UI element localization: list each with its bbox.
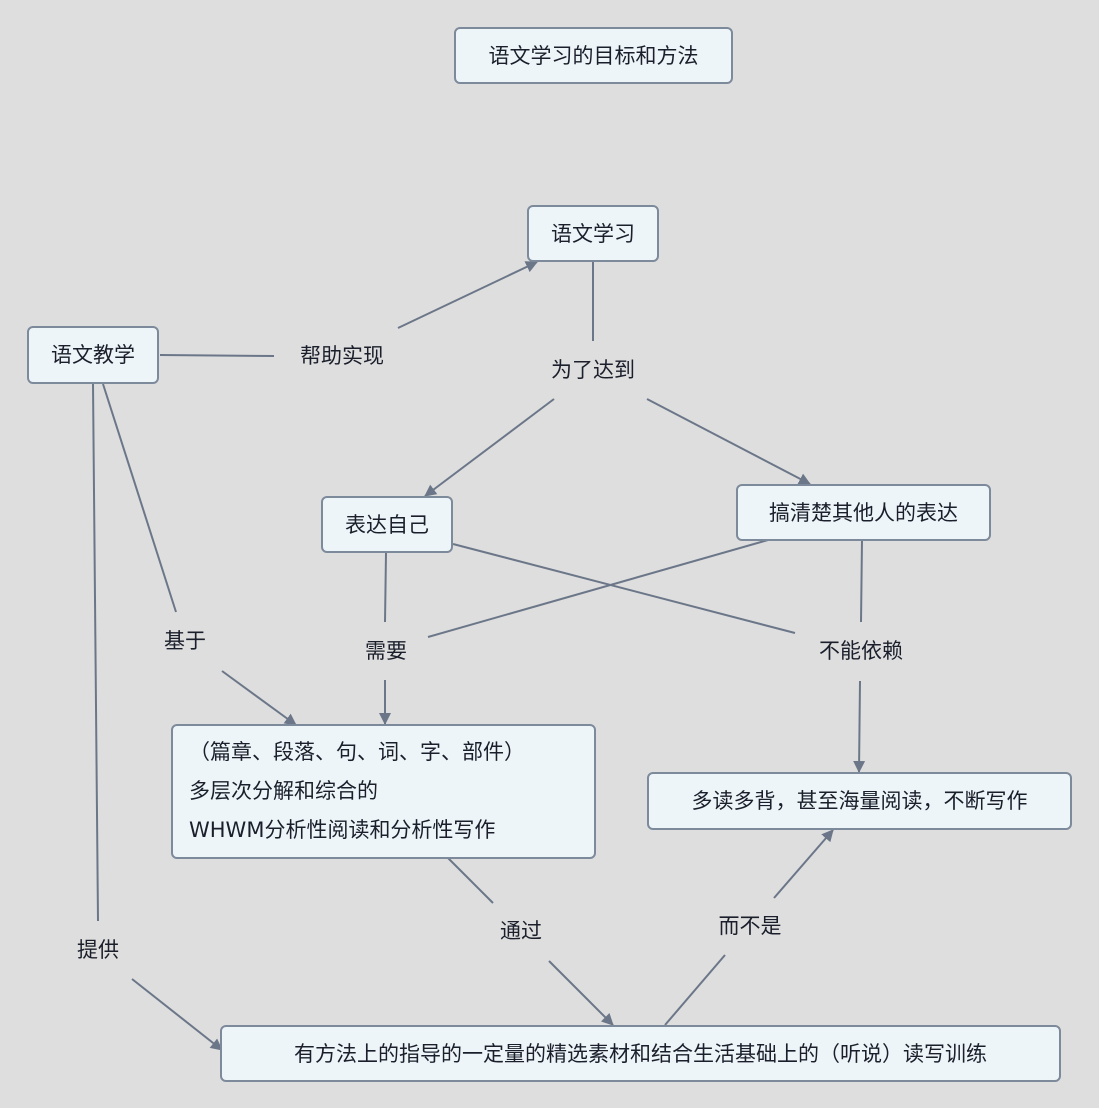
whwm-line-2: 多层次分解和综合的	[189, 779, 378, 803]
node-read-more[interactable]: 多读多背，甚至海量阅读，不断写作	[647, 772, 1072, 830]
link-through: 通过	[500, 919, 542, 943]
edge-cannot-to-readmore	[853, 680, 866, 773]
whwm-line-3: WHWM分析性阅读和分析性写作	[189, 818, 496, 842]
edge-through-to-training	[548, 960, 614, 1026]
edge-understand-to-cannot	[860, 539, 863, 623]
edge-provide-to-training	[131, 978, 223, 1051]
link-help-achieve: 帮助实现	[300, 344, 384, 368]
link-based-on: 基于	[164, 629, 206, 653]
edge-rather-to-readmore	[773, 829, 834, 899]
edge-whwm-to-through	[447, 857, 494, 904]
link-cannot-rely: 不能依赖	[819, 639, 903, 663]
edge-purpose-to-express	[424, 398, 555, 497]
edge-training-to-rather	[664, 954, 726, 1026]
node-language-teaching[interactable]: 语文教学	[27, 326, 159, 384]
edge-based-to-whwm	[221, 670, 297, 726]
link-provide: 提供	[77, 938, 119, 962]
edge-purpose-to-understand	[646, 398, 811, 485]
node-training[interactable]: 有方法上的指导的一定量的精选素材和结合生活基础上的（听说）读写训练	[220, 1025, 1061, 1082]
edge-teaching-to-provide	[92, 383, 99, 922]
node-understand-others[interactable]: 搞清楚其他人的表达	[736, 484, 991, 541]
node-whwm-analysis[interactable]: （篇章、段落、句、词、字、部件） 多层次分解和综合的 WHWM分析性阅读和分析性…	[171, 724, 596, 859]
node-express-self[interactable]: 表达自己	[321, 496, 453, 553]
diagram-title: 语文学习的目标和方法	[454, 27, 733, 84]
link-need: 需要	[365, 639, 407, 663]
edge-express-to-cannot	[452, 543, 796, 634]
edge-express-to-need	[384, 552, 387, 623]
link-in-order-to: 为了达到	[551, 358, 635, 382]
edge-help-to-learning	[397, 261, 538, 329]
edge-teaching-to-help	[159, 354, 275, 357]
link-rather-than: 而不是	[718, 914, 782, 938]
edge-understand-to-need	[427, 539, 769, 638]
edge-teaching-to-based	[102, 383, 177, 613]
whwm-line-1: （篇章、段落、句、词、字、部件）	[189, 740, 525, 764]
node-language-learning[interactable]: 语文学习	[527, 205, 659, 262]
